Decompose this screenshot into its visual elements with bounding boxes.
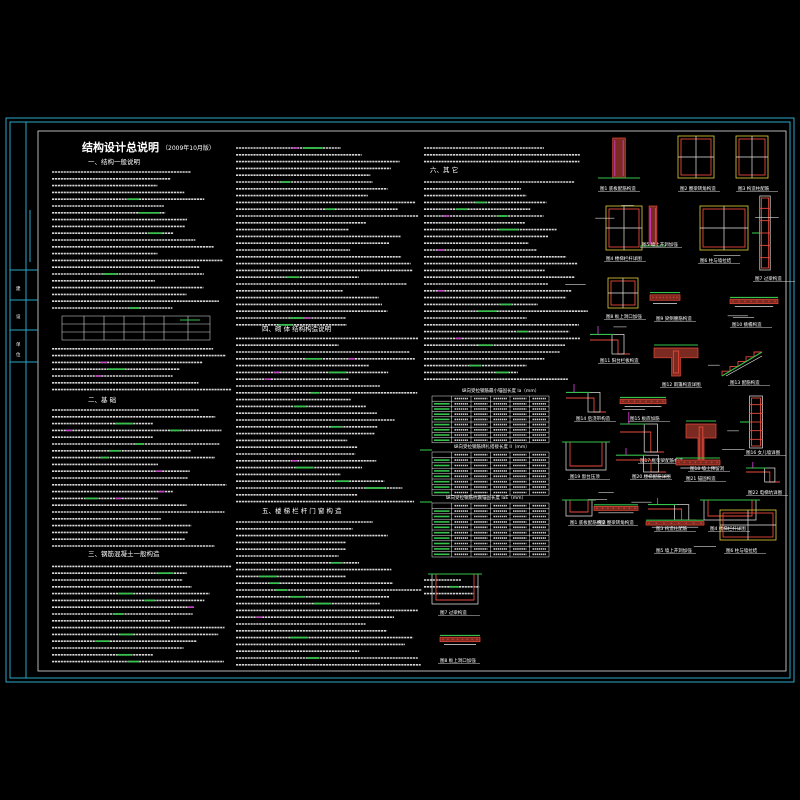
detail-sketch (648, 498, 696, 521)
construction-details: 图1 底板配筋构造图2 圈梁转角构造图3 构造柱配筋图4 楼梯栏杆详图图5 墙上… (428, 135, 795, 664)
detail-caption: 图10 挑檐构造 (732, 321, 762, 328)
detail-sketch (428, 573, 482, 605)
detail-caption: 图2 圈梁转角构造 (598, 519, 634, 526)
detail-caption: 图3 构造柱配筋 (738, 185, 770, 192)
sheet-border (9, 121, 791, 679)
detail-caption: 图13 配筋构造 (730, 379, 760, 386)
detail-caption: 图6 柱与墙拉结 (700, 257, 732, 264)
detail-caption: 图4 楼梯栏杆详图 (606, 255, 642, 262)
sidebar-label-0: 建 (16, 285, 21, 292)
detail-caption: 图15 板底加筋 (630, 415, 660, 422)
detail-caption: 图2 圈梁转角构造 (680, 185, 716, 192)
detail-sketch (619, 396, 667, 407)
detail-caption: 图1 底板配筋构造 (600, 185, 636, 192)
detail-sketch (607, 277, 639, 309)
detail-caption: 图16 女儿墙详图 (746, 449, 781, 456)
detail-caption: 图14 后浇带构造 (576, 415, 611, 422)
detail-caption: 图18 墙上预留洞 (690, 465, 725, 472)
table-lap-title: 纵向受拉钢筋绑扎搭接长度 ll（mm） (454, 443, 530, 450)
sidebar-label-3: 位 (16, 351, 21, 358)
detail-caption: 图8 板上洞口加强 (440, 657, 476, 664)
section-heading-6: 六、其 它 (430, 165, 458, 174)
drawing-border (37, 130, 787, 672)
detail-caption: 图22 电梯坑详图 (748, 489, 783, 496)
detail-sketch (616, 448, 666, 473)
notes-column-2 (236, 147, 422, 666)
binding-strip: 建 设 单 位 (10, 122, 38, 678)
table-anchor-title: 纵向受拉钢筋最小锚固长度 la（mm） (462, 387, 539, 394)
section-heading-2: 二、基 础 (88, 395, 117, 404)
detail-sketch (735, 135, 769, 179)
detail-caption: 图17 框架梁配筋构造 (640, 457, 684, 464)
section-heading-5: 五、楼 梯 栏 杆 门 窗 构 造 (262, 506, 342, 515)
detail-caption: 图7 过梁构造 (440, 609, 467, 616)
detail-sketch (439, 634, 481, 645)
detail-caption: 图3 构造柱配筋 (656, 525, 688, 532)
detail-caption: 图5 墙上开洞加强 (656, 547, 692, 554)
detail-sketch (721, 351, 763, 377)
detail-sketch (645, 519, 705, 528)
detail-caption: 图19 窗台压顶 (570, 473, 600, 480)
detail-sketch (562, 441, 610, 471)
table-aE-title: 纵向受拉钢筋抗震锚固长度 laE（mm） (446, 494, 526, 501)
detail-caption: 图12 雨篷构造详图 (662, 381, 701, 388)
section-heading-1: 一、结构一般说明 (88, 157, 141, 166)
section-heading-4: 四、砌 体 结构构造说明 (262, 324, 332, 333)
detail-sketch (699, 205, 749, 251)
detail-caption: 图21 锚固构造 (686, 475, 716, 482)
detail-sketch (677, 135, 715, 179)
section-heading-3: 三、钢筋混凝土一般构造 (88, 549, 160, 558)
detail-sketch (620, 412, 664, 453)
detail-sketch (653, 344, 699, 377)
detail-sketch (566, 384, 606, 413)
notes-column-1 (52, 171, 232, 663)
notes-column-3 (424, 147, 588, 595)
detail-caption: 图8 板上洞口加强 (606, 313, 642, 320)
detail-caption: 图9 梁侧腰筋构造 (656, 315, 692, 322)
detail-sketch (598, 137, 640, 179)
anchorage-tables: 纵向受拉钢筋最小锚固长度 la（mm） 纵向受拉钢筋绑扎搭接长度 ll（mm） … (420, 387, 550, 558)
drawing-subtitle: （2009年10月版） (162, 144, 215, 152)
material-table (61, 315, 211, 341)
sidebar-label-2: 单 (16, 341, 21, 348)
detail-sketch (649, 292, 681, 304)
detail-sketch (605, 205, 643, 251)
sheet-frame (5, 117, 795, 683)
detail-caption: 图6 柱与墙拉结 (726, 547, 758, 554)
detail-sketch (562, 499, 596, 517)
detail-sketch (729, 296, 779, 307)
detail-sketch (719, 509, 777, 541)
detail-sketch (740, 395, 763, 449)
detail-sketch (752, 195, 771, 271)
detail-sketch (590, 326, 630, 355)
detail-sketch (640, 205, 666, 247)
detail-caption: 图5 墙上开洞加强 (642, 241, 678, 248)
detail-sketch (746, 462, 780, 483)
detail-caption: 图7 过梁构造 (755, 275, 782, 282)
detail-caption: 图11 阳台栏板构造 (600, 357, 639, 364)
detail-caption: 图1 底板配筋构造 (570, 519, 606, 526)
detail-sketch (593, 504, 639, 514)
sidebar-label-1: 设 (16, 313, 21, 320)
detail-sketch (675, 457, 721, 469)
drawing-title: 结构设计总说明 (81, 140, 159, 154)
